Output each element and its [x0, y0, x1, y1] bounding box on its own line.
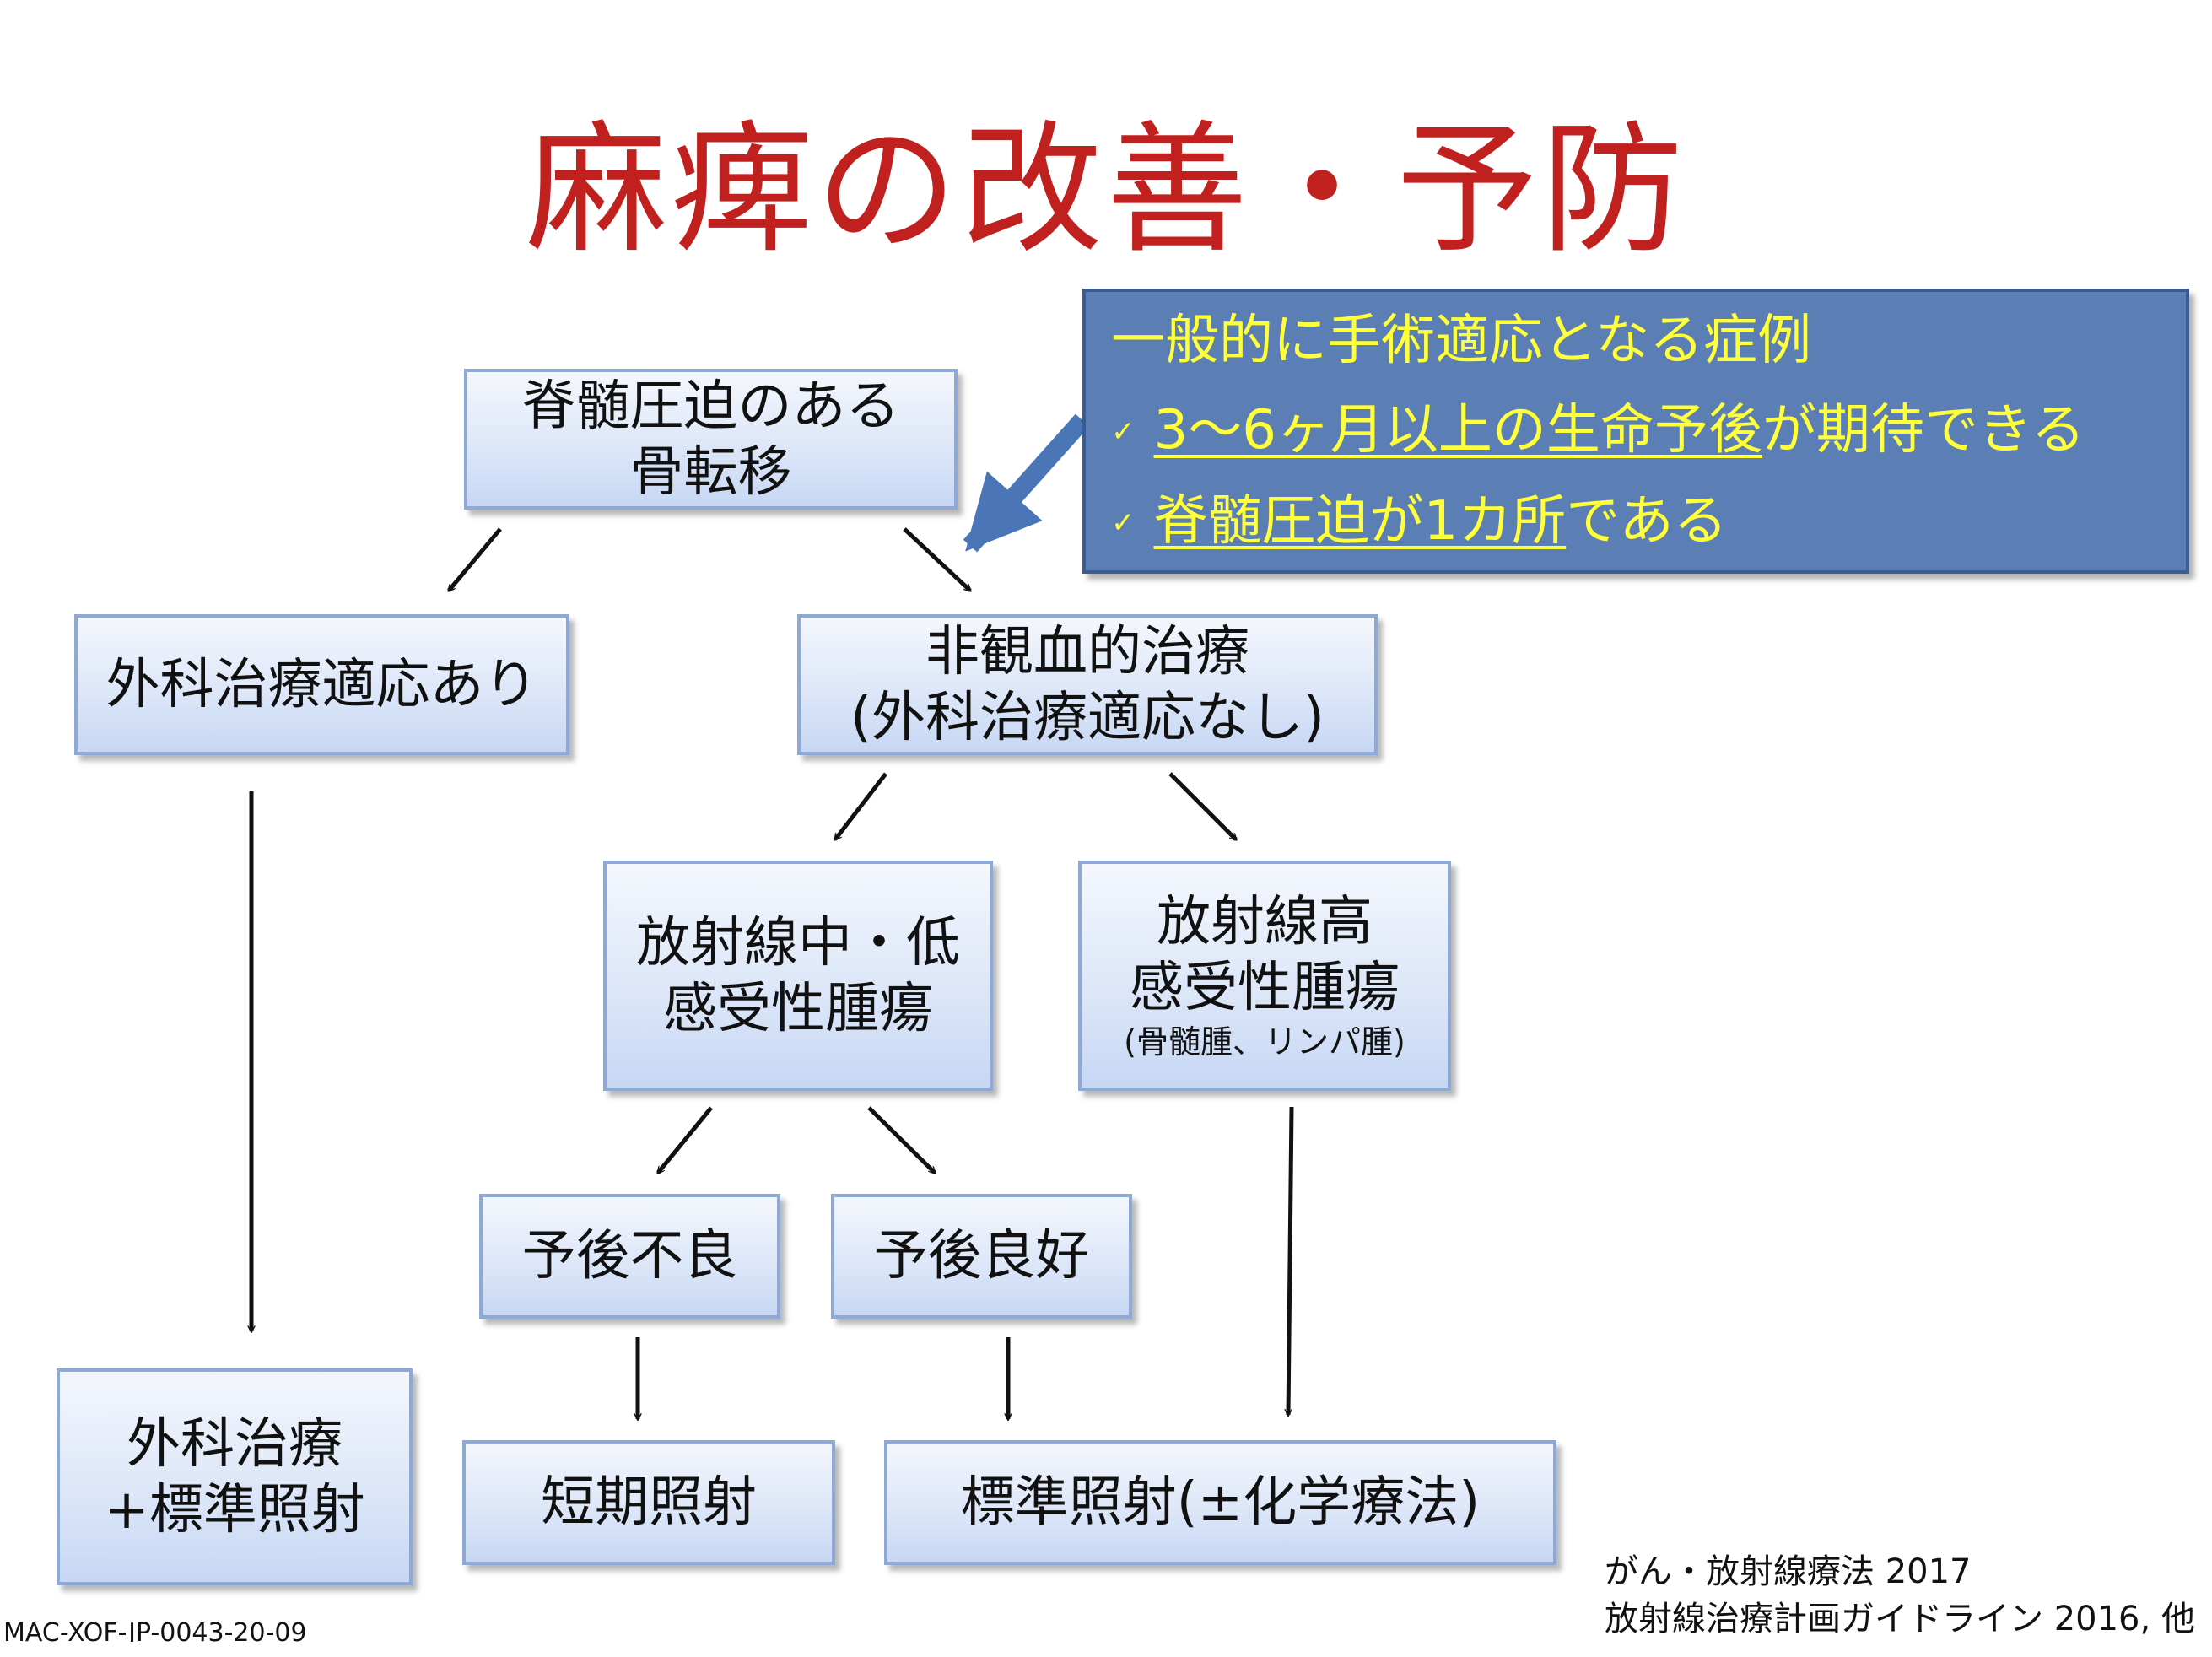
node-text: 予後不良: [521, 1225, 738, 1287]
page-title: 麻痺の改善・予防: [526, 107, 1686, 273]
arrow-high-to-standard: [1288, 1106, 1294, 1415]
node-standard-rt: 標準照射(±化学療法): [884, 1440, 1556, 1565]
node-text: 放射線高: [1157, 890, 1373, 953]
arrow-top-to-surgery: [449, 527, 502, 591]
check-icon: ✓: [1111, 506, 1136, 540]
arrow-low-to-poor: [658, 1106, 713, 1173]
node-text: 感受性腫瘍: [663, 977, 933, 1040]
node-high-sensitivity: 放射線高 感受性腫瘍 (骨髄腫、リンパ腫): [1078, 861, 1451, 1091]
reference-line: 放射線治療計画ガイドライン 2016, 他: [1605, 1600, 2195, 1638]
node-low-sensitivity: 放射線中・低 感受性腫瘍: [603, 861, 993, 1091]
node-text: 短期照射: [541, 1471, 757, 1534]
node-poor-prognosis: 予後不良: [479, 1194, 780, 1319]
node-short-rt: 短期照射: [462, 1440, 835, 1565]
node-text: (外科治療適応なし): [850, 686, 1325, 749]
callout-item-underlined: 3〜6ヶ月以上の生命予後: [1153, 399, 1762, 461]
arrow-nonsurgical-to-high: [1168, 772, 1236, 839]
surgery-indication-callout: 一般的に手術適応となる症例 ✓ 3〜6ヶ月以上の生命予後が期待できる ✓ 脊髄圧迫が…: [1082, 289, 2189, 574]
callout-pointer-arrow: [963, 413, 1090, 553]
node-text: 予後良好: [873, 1225, 1090, 1287]
callout-item-text: が期待できる: [1762, 399, 2085, 461]
arrow-top-to-nonsurgical: [903, 527, 970, 591]
node-nonsurgical: 非観血的治療 (外科治療適応なし): [797, 614, 1378, 755]
node-spinal-compression: 脊髄圧迫のある 骨転移: [464, 369, 958, 510]
node-text: 標準照射(±化学療法): [960, 1471, 1481, 1534]
node-note: (骨髄腫、リンパ腫): [1124, 1023, 1405, 1061]
node-text: 外科治療: [127, 1412, 343, 1476]
callout-heading: 一般的に手術適応となる症例: [1111, 310, 1812, 372]
callout-item-single-site: ✓ 脊髄圧迫が1カ所である: [1111, 488, 2186, 557]
node-surgery-indicated: 外科治療適応あり: [74, 614, 569, 755]
reference-line: がん・放射線療法 2017: [1605, 1552, 1972, 1591]
node-surgery-standard-rt: 外科治療 +標準照射: [57, 1368, 413, 1585]
arrow-low-to-good: [867, 1106, 935, 1173]
node-text: 骨転移: [629, 440, 792, 504]
document-code: MAC-XOF-JP-0043-20-09: [3, 1618, 307, 1642]
arrow-nonsurgical-to-low: [834, 772, 887, 839]
node-good-prognosis: 予後良好: [831, 1194, 1132, 1319]
node-text: 感受性腫瘍: [1130, 956, 1400, 1019]
node-text: 非観血的治療: [925, 620, 1249, 683]
callout-item-underlined: 脊髄圧迫が1カ所: [1153, 490, 1567, 553]
references: がん・放射線療法 2017 放射線治療計画ガイドライン 2016, 他: [1605, 1548, 2195, 1643]
callout-item-text: である: [1566, 490, 1728, 553]
callout-item-prognosis: ✓ 3〜6ヶ月以上の生命予後が期待できる: [1111, 397, 2186, 466]
node-text: 脊髄圧迫のある: [521, 375, 900, 438]
check-icon: ✓: [1111, 415, 1136, 449]
node-text: 外科治療適応あり: [105, 653, 538, 716]
node-text: +標準照射: [104, 1478, 365, 1541]
node-text: 放射線中・低: [636, 911, 960, 974]
